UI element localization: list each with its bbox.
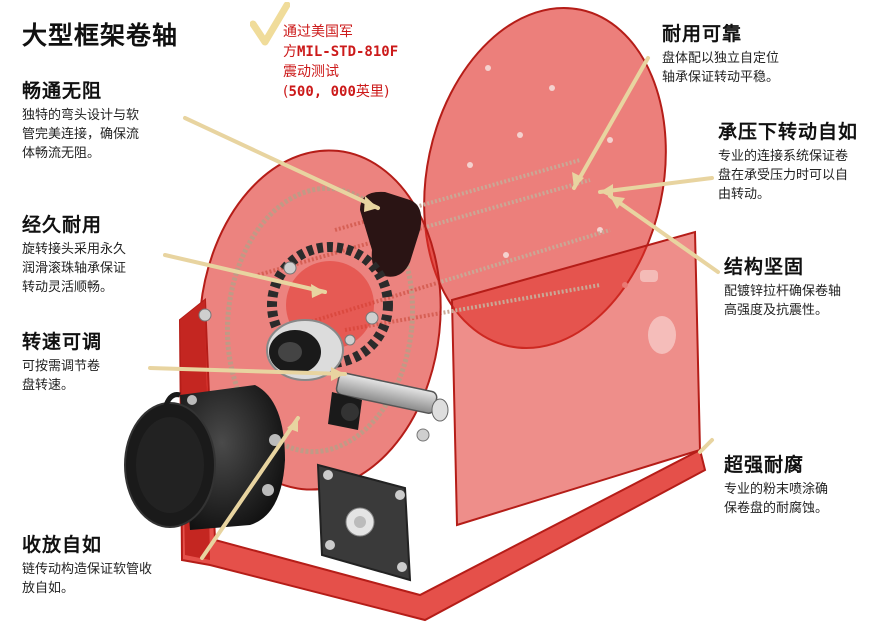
- hose-elbow: [360, 191, 422, 277]
- cert-standard-code: MIL-STD-810F: [297, 44, 399, 60]
- cert-line-3: 震动测试: [283, 64, 339, 80]
- cert-line-4: (500, 000英里): [283, 84, 390, 100]
- feature-pressure: 承压下转动自如 专业的连接系统保证卷盘在承受压力时可以自由转动。: [718, 120, 858, 204]
- feature-heading: 超强耐腐: [724, 454, 805, 476]
- check-mark-icon: [250, 2, 290, 46]
- feature-description: 配镀锌拉杆确保卷轴高强度及抗震性。: [724, 284, 842, 318]
- feature-description: 专业的粉末喷涂确保卷盘的耐腐蚀。: [724, 482, 829, 516]
- cert-line-1: 通过美国军: [283, 24, 353, 40]
- certification-note: 通过美国军 方MIL-STD-810F 震动测试 (500, 000英里): [283, 22, 398, 102]
- feature-retract: 收放自如 链传动构造保证软管收放自如。: [22, 533, 152, 598]
- feature-durable: 经久耐用 旋转接头采用永久润滑滚珠轴承保证转动灵活顺畅。: [22, 213, 126, 297]
- feature-speed: 转速可调 可按需调节卷盘转速。: [22, 330, 102, 395]
- feature-heading: 耐用可靠: [662, 23, 743, 45]
- feature-description: 旋转接头采用永久润滑滚珠轴承保证转动灵活顺畅。: [22, 242, 127, 295]
- cert-line-2: 方MIL-STD-810F: [283, 44, 399, 60]
- drive-motor: [124, 385, 285, 530]
- feature-description: 专业的连接系统保证卷盘在承受压力时可以自由转动。: [718, 149, 849, 202]
- feature-heading: 经久耐用: [22, 214, 103, 236]
- bearing-plate: [316, 463, 412, 582]
- swivel-joint: [266, 319, 344, 381]
- feature-description: 独特的弯头设计与软管完美连接，确保流体畅流无阻。: [22, 108, 140, 161]
- output-shaft: [328, 372, 449, 430]
- feature-smooth-flow: 畅通无阻 独特的弯头设计与软管完美连接，确保流体畅流无阻。: [22, 79, 139, 163]
- feature-description: 链传动构造保证软管收放自如。: [22, 562, 153, 596]
- page-title: 大型框架卷轴: [22, 21, 179, 50]
- feature-heading: 畅通无阻: [22, 80, 103, 102]
- feature-heading: 收放自如: [22, 534, 103, 556]
- feature-heading: 转速可调: [22, 331, 103, 353]
- feature-heading: 结构坚固: [724, 256, 805, 278]
- callout-lines: [148, 56, 720, 560]
- feature-reliable: 耐用可靠 盘体配以独立自定位轴承保证转动平稳。: [662, 22, 779, 87]
- cert-mileage: 500, 000: [288, 84, 356, 100]
- feature-description: 盘体配以独立自定位轴承保证转动平稳。: [662, 51, 780, 85]
- feature-corrosion: 超强耐腐 专业的粉末喷涂确保卷盘的耐腐蚀。: [724, 453, 828, 518]
- feature-description: 可按需调节卷盘转速。: [22, 359, 101, 393]
- feature-heading: 承压下转动自如: [718, 121, 859, 143]
- feature-structure: 结构坚固 配镀锌拉杆确保卷轴高强度及抗震性。: [724, 255, 841, 320]
